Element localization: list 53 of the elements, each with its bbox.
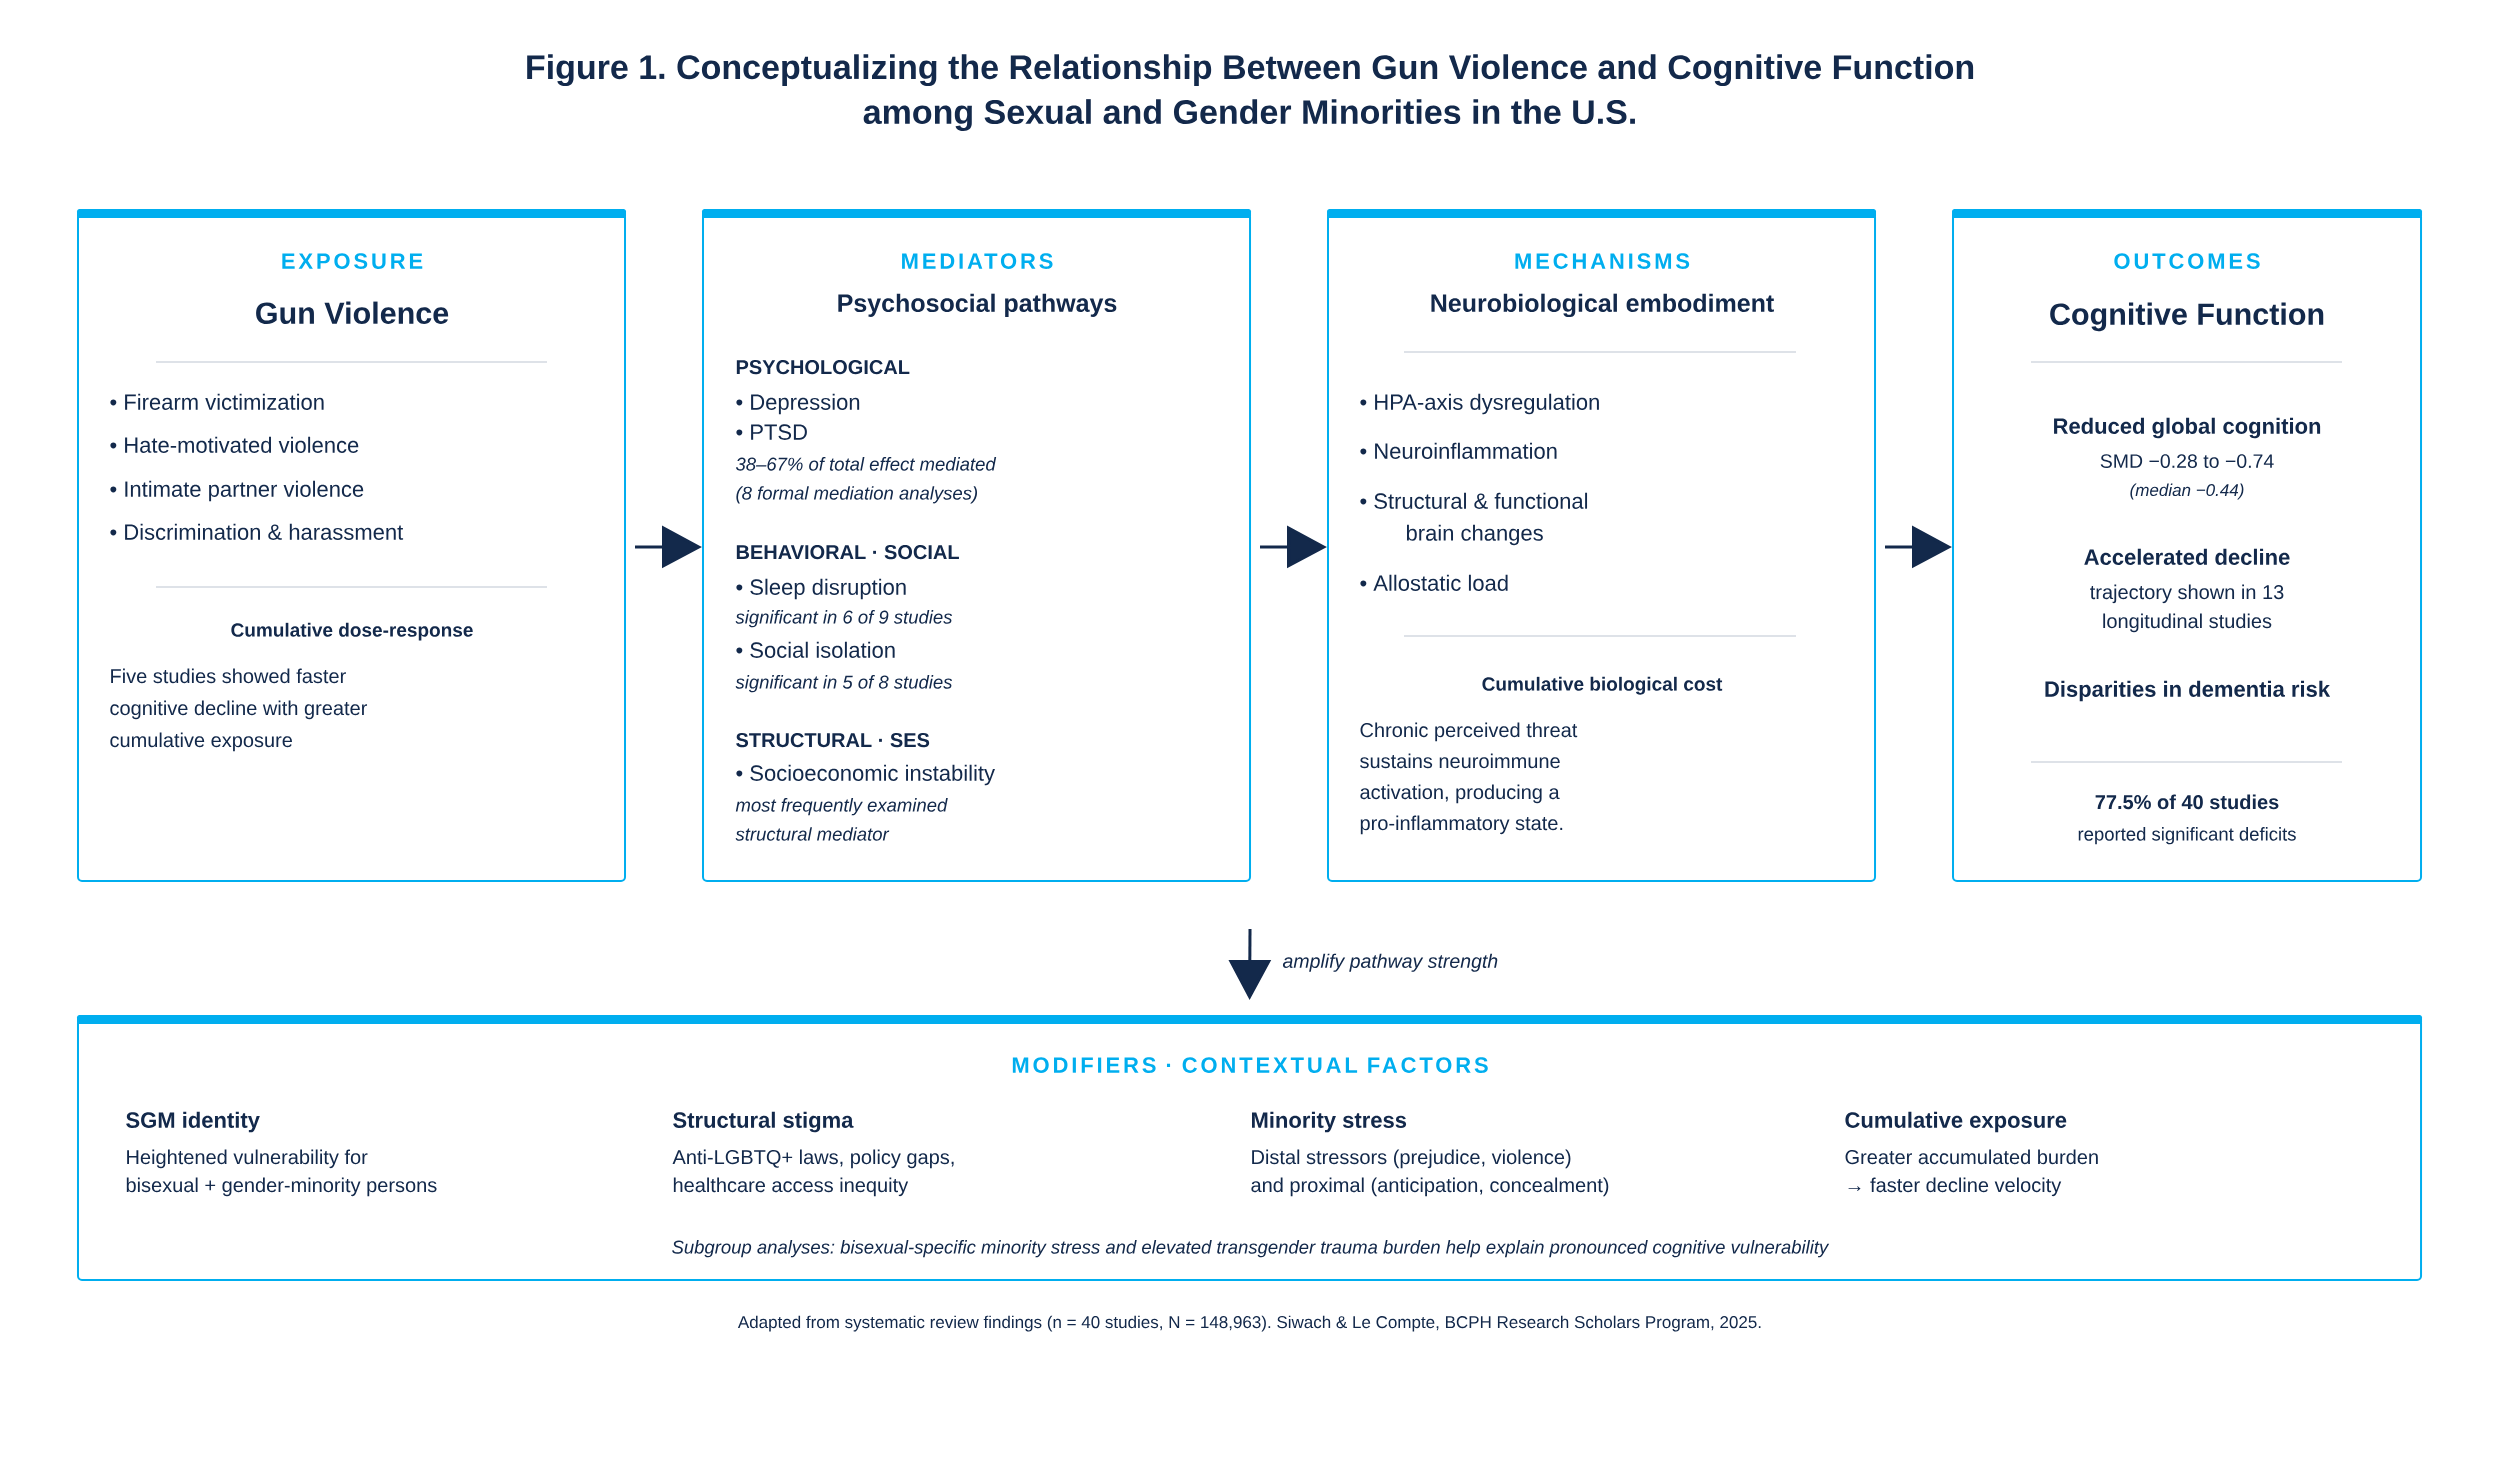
note-text: Subgroup analyses: bisexual-specific minority stress and elevated transgender trauma burden help explain pronounced cognitive vulnerability (672, 1240, 1830, 1258)
edge-label: amplify pathway strength (1282, 953, 1498, 972)
bullet-item: • Allostatic load (1360, 574, 1508, 591)
bullet-item: • Firearm victimization (110, 393, 324, 410)
body-text: Five studies showed faster cognitive decline with greater cumulative exposure (110, 668, 367, 752)
factor-heading: Cumulative exposure (1845, 1111, 2067, 1133)
bullet-item: • Discrimination & harassment (110, 523, 404, 540)
value-text: SMD −0.28 to −0.74 (2100, 454, 2274, 468)
body-text: reported significant deficits (2078, 827, 2296, 845)
bullet-item: • Depression (736, 393, 860, 415)
bullet-item: • Hate-motivated violence (110, 436, 359, 453)
section-label: OUTCOMES (2114, 253, 2260, 269)
factor-heading: Structural stigma (673, 1111, 854, 1133)
body-text: Chronic perceived threat sustains neuroimmune activation, producing a pro-inflammatory state. (1360, 722, 1578, 835)
outcome-heading: Reduced global cognition (2054, 417, 2321, 439)
source-note: Adapted from systematic review findings (n = 40 studies, N = 148,963). Siwach & Le Compte, BCPH Research Scholars Program, 2025. (737, 1315, 1761, 1332)
bullet-item: • Sleep disruption (736, 578, 906, 600)
bullet-item: • PTSD (736, 424, 807, 440)
bullet-item: • Social isolation (736, 641, 895, 658)
factor-heading: SGM identity (126, 1111, 260, 1133)
body-text: Anti-LGBTQ+ laws, policy gaps, healthcare access inequity (672, 1149, 954, 1197)
bullet-item: • HPA-axis dysregulation (1360, 393, 1599, 415)
note-text: significant in 6 of 9 studies (735, 610, 953, 628)
outcome-heading: Accelerated decline (2084, 548, 2290, 565)
figure-title: Figure 1. Conceptualizing the Relationship Between Gun Violence and Cognitive Function among Sexual and Gender Minorities in the U.S. (527, 54, 1974, 131)
category-heading: PSYCHOLOGICAL (736, 360, 910, 375)
note-text: 38–67% of total effect mediated (8 formal mediation analyses) (735, 457, 997, 504)
category-heading: BEHAVIORAL · SOCIAL (736, 545, 959, 560)
bullet-item: • Neuroinflammation (1360, 442, 1557, 459)
section-label: EXPOSURE (282, 253, 423, 269)
body-text: Distal stressors (prejudice, violence) and proximal (anticipation, concealment) (1251, 1149, 1609, 1197)
bullet-item: • Structural & functional brain changes (1360, 492, 1588, 546)
panel-title: Neurobiological embodiment (1431, 293, 1774, 318)
subheading: Cumulative dose-response (231, 622, 473, 641)
panel-title: Cognitive Function (2050, 302, 2324, 332)
category-heading: STRUCTURAL · SES (736, 733, 930, 748)
body-text: Heightened vulnerability for bisexual + gender-minority persons (126, 1149, 437, 1197)
section-label: MODIFIERS · CONTEXTUAL FACTORS (1012, 1057, 1488, 1073)
panel-title: Gun Violence (256, 301, 449, 324)
subheading: Cumulative biological cost (1482, 676, 1723, 695)
factor-heading: Minority stress (1252, 1111, 1407, 1133)
section-label: MEDIATORS (902, 253, 1053, 269)
note-text: (median −0.44) (2130, 483, 2244, 500)
outcome-heading: Disparities in dementia risk (2045, 680, 2331, 702)
body-text: trajectory shown in 13 longitudinal studies (2090, 584, 2284, 633)
panel-title: Psychosocial pathways (838, 293, 1117, 317)
section-label: MECHANISMS (1515, 253, 1690, 269)
bullet-item: • Socioeconomic instability (736, 764, 995, 786)
bullet-item: • Intimate partner violence (110, 480, 364, 502)
body-text: Greater accumulated burden → faster decline velocity (1845, 1149, 2098, 1197)
note-text: significant in 5 of 8 studies (735, 675, 953, 693)
statistic: 77.5% of 40 studies (2095, 794, 2279, 810)
note-text: most frequently examined structural mediator (735, 798, 948, 841)
